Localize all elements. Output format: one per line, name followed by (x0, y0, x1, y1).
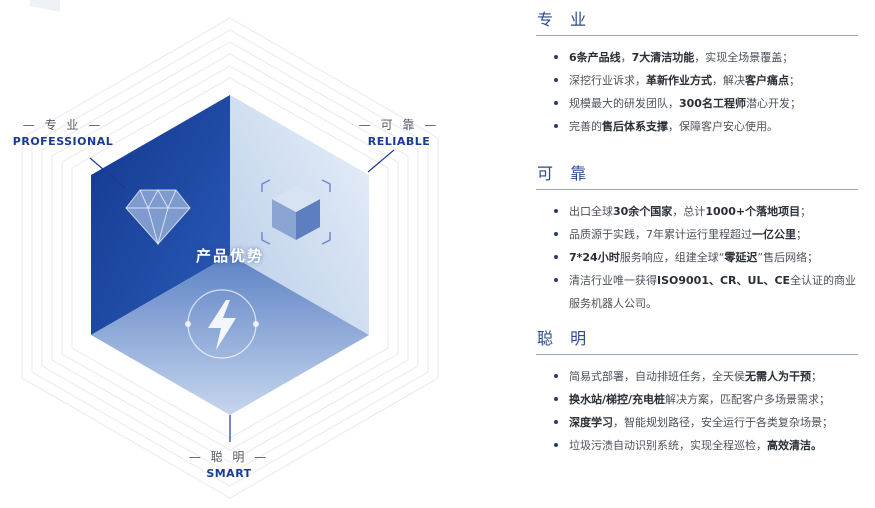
list-item: 出口全球30余个国家，总计1000+个落地项目； (554, 200, 858, 223)
label-smart: — 聪 明 — SMART (184, 448, 274, 480)
body-text: ，总计 (672, 205, 706, 218)
body-text: ； (796, 228, 807, 241)
body-text: 清洁行业唯一获得 (569, 274, 657, 287)
section-reliable: 可 靠 出口全球30余个国家，总计1000+个落地项目；品质源于实践，7年累计运… (536, 160, 858, 315)
label-reliable-en: RELIABLE (367, 135, 431, 148)
body-text: 潜心开发； (745, 97, 801, 110)
body-text: ； (789, 74, 800, 87)
highlight-text: 6条产品线 (569, 51, 621, 64)
body-text: 简易式部署，自动排班任务，全天侯 (569, 370, 745, 383)
section-professional: 专 业 6条产品线，7大清洁功能，实现全场景覆盖；深挖行业诉求，革新作业方式，解… (536, 6, 858, 138)
highlight-text: 无需人为干预 (745, 370, 811, 383)
label-reliable-cn: — 可 靠 — (358, 118, 440, 132)
highlight-text: 1000+个落地项目 (705, 205, 801, 218)
highlight-text: 30余个国家 (613, 205, 673, 218)
list-item: 换水站/梯控/充电桩解决方案，匹配客户多场景需求； (554, 388, 858, 411)
body-text: 规模最大的研发团队， (569, 97, 679, 110)
highlight-text: 售后体系支撑 (602, 120, 668, 133)
highlight-text: 革新作业方式 (646, 74, 712, 87)
body-text: 解决方案，匹配客户多场景需求； (665, 393, 831, 406)
cube-icon (261, 179, 331, 245)
body-text: ，实现全场景覆盖； (694, 51, 794, 64)
body-text: 全认证的商业服务机器人公司。 (569, 274, 857, 310)
body-text: ； (811, 370, 822, 383)
list-item: 品质源于实践，7年累计运行里程超过一亿公里； (554, 223, 858, 246)
bullet-list: 出口全球30余个国家，总计1000+个落地项目；品质源于实践，7年累计运行里程超… (536, 200, 858, 315)
label-reliable: — 可 靠 — RELIABLE (356, 116, 442, 148)
list-item: 简易式部署，自动排班任务，全天侯无需人为干预； (554, 365, 858, 388)
highlight-text: 零延迟 (724, 251, 758, 264)
body-text: ，智能规划路径，安全运行于各类复杂场景； (613, 416, 833, 429)
highlight-text: 7*24小时 (569, 251, 620, 264)
label-professional-cn: — 专 业 — (22, 118, 104, 132)
label-professional-en: PROFESSIONAL (12, 135, 114, 148)
highlight-text: 300名工程师 (679, 97, 746, 110)
highlight-text: ISO9001、CR、UL、CE (657, 274, 791, 287)
body-text: 完善的 (569, 120, 602, 133)
section-smart: 聪 明 简易式部署，自动排班任务，全天侯无需人为干预；换水站/梯控/充电桩解决方… (536, 325, 858, 457)
advantages-panel: 专 业 6条产品线，7大清洁功能，实现全场景覆盖；深挖行业诉求，革新作业方式，解… (536, 0, 866, 508)
body-text: ，解决 (712, 74, 745, 87)
face-smart (91, 255, 369, 415)
body-text: ， (620, 51, 632, 64)
list-item: 深度学习，智能规划路径，安全运行于各类复杂场景； (554, 411, 858, 434)
body-text: 出口全球 (569, 205, 613, 218)
body-text: ”售后网络； (757, 251, 819, 264)
center-title: 产品优势 (195, 247, 264, 265)
label-professional: — 专 业 — PROFESSIONAL (10, 116, 116, 148)
section-title: 专 业 (536, 6, 858, 36)
highlight-text: 高效清洁。 (767, 439, 822, 452)
list-item: 7*24小时服务响应，组建全球“零延迟”售后网络； (554, 246, 858, 269)
highlight-text: 深度学习 (569, 416, 613, 429)
list-item: 垃圾污渍自动识别系统，实现全程巡检，高效清洁。 (554, 434, 858, 457)
body-text: ，保障客户安心使用。 (668, 120, 778, 133)
highlight-text: 7大清洁功能 (631, 51, 695, 64)
list-item: 深挖行业诉求，革新作业方式，解决客户痛点； (554, 69, 858, 92)
list-item: 6条产品线，7大清洁功能，实现全场景覆盖； (554, 46, 858, 69)
bullet-list: 简易式部署，自动排班任务，全天侯无需人为干预；换水站/梯控/充电桩解决方案，匹配… (536, 365, 858, 457)
section-title: 聪 明 (536, 325, 858, 355)
lightning-icon (185, 289, 259, 359)
label-smart-en: SMART (206, 467, 252, 480)
highlight-text: 换水站/梯控/充电桩 (569, 393, 666, 406)
list-item: 规模最大的研发团队，300名工程师潜心开发； (554, 92, 858, 115)
corner-decoration (30, 0, 60, 12)
diamond-icon (125, 188, 191, 246)
hexagon-svg (21, 0, 439, 499)
body-text: ； (800, 205, 812, 218)
highlight-text: 客户痛点 (745, 74, 789, 87)
bullet-list: 6条产品线，7大清洁功能，实现全场景覆盖；深挖行业诉求，革新作业方式，解决客户痛… (536, 46, 858, 138)
body-text: 垃圾污渍自动识别系统，实现全程巡检， (569, 439, 767, 452)
list-item: 清洁行业唯一获得ISO9001、CR、UL、CE全认证的商业服务机器人公司。 (554, 269, 858, 315)
callout-line-reliable (367, 149, 395, 173)
section-title: 可 靠 (536, 160, 858, 190)
callout-line-professional (89, 157, 126, 189)
body-text: 服务响应，组建全球“ (619, 251, 725, 264)
list-item: 完善的售后体系支撑，保障客户安心使用。 (554, 115, 858, 138)
label-smart-cn: — 聪 明 — (188, 450, 270, 464)
hexagon-graphic: — 专 业 — PROFESSIONAL — 可 靠 — RELIABLE — … (10, 0, 442, 499)
body-text: 品质源于实践，7年累计运行里程超过 (569, 228, 752, 241)
body-text: 深挖行业诉求， (569, 74, 646, 87)
highlight-text: 一亿公里 (752, 228, 796, 241)
